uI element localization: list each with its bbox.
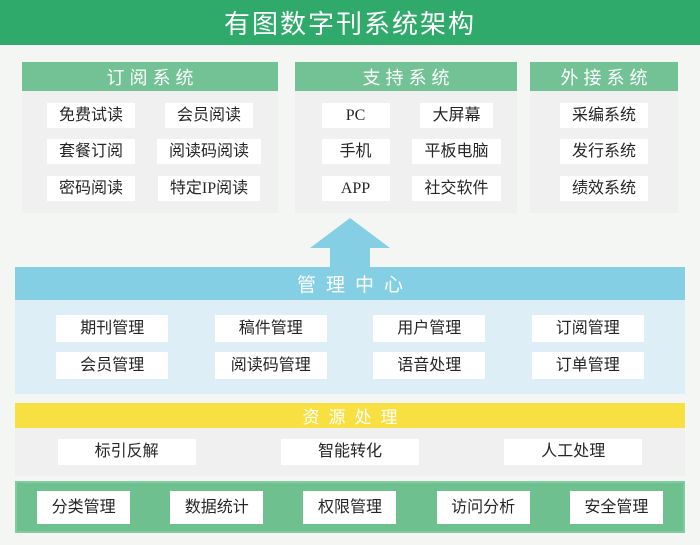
management-item: 订阅管理 [531, 315, 644, 342]
support-item: 社交软件 [412, 176, 501, 202]
support-item: 手机 [321, 139, 390, 165]
bottom-item: 安全管理 [569, 490, 663, 524]
support-item: 平板电脑 [412, 139, 501, 165]
resource-body: 标引反解 智能转化 人工处理 [15, 428, 685, 476]
subscription-item: 阅读码阅读 [156, 139, 261, 165]
section-external: 外接系统 采编系统 发行系统 绩效系统 [530, 62, 678, 213]
bottom-item: 访问分析 [436, 490, 530, 524]
support-header: 支持系统 [295, 62, 517, 91]
subscription-item: 套餐订阅 [46, 139, 135, 165]
subscription-body: 免费试读 会员阅读 套餐订阅 阅读码阅读 密码阅读 特定IP阅读 [22, 91, 278, 213]
external-item: 采编系统 [559, 102, 648, 128]
support-item: PC [321, 102, 390, 128]
external-item: 绩效系统 [559, 176, 648, 202]
external-item: 发行系统 [559, 139, 648, 165]
subscription-item: 免费试读 [46, 102, 135, 128]
management-item: 用户管理 [373, 315, 486, 342]
bottom-item: 分类管理 [37, 490, 131, 524]
section-subscription: 订阅系统 免费试读 会员阅读 套餐订阅 阅读码阅读 密码阅读 特定IP阅读 [22, 62, 278, 213]
bottom-item: 数据统计 [170, 490, 264, 524]
resource-header-bar: 资源处理 [15, 403, 685, 428]
management-body: 期刊管理 稿件管理 用户管理 订阅管理 会员管理 阅读码管理 语音处理 订单管理 [15, 300, 685, 394]
section-support: 支持系统 PC 大屏幕 手机 平板电脑 APP 社交软件 [295, 62, 517, 213]
management-item: 稿件管理 [214, 315, 327, 342]
management-item: 订单管理 [531, 352, 644, 379]
resource-item: 人工处理 [504, 439, 643, 465]
management-item: 语音处理 [373, 352, 486, 379]
page-title: 有图数字刊系统架构 [0, 0, 700, 45]
resource-item: 智能转化 [280, 439, 419, 465]
external-body: 采编系统 发行系统 绩效系统 [530, 91, 678, 213]
bottom-item: 权限管理 [303, 490, 397, 524]
external-header: 外接系统 [530, 62, 678, 91]
management-item: 会员管理 [56, 352, 169, 379]
subscription-header: 订阅系统 [22, 62, 278, 91]
management-item: 期刊管理 [56, 315, 169, 342]
subscription-item: 特定IP阅读 [157, 176, 261, 202]
management-item: 阅读码管理 [214, 352, 327, 379]
subscription-item: 会员阅读 [164, 102, 253, 128]
up-arrow-icon [310, 218, 390, 248]
support-item: 大屏幕 [420, 102, 493, 128]
management-center-bar: 管理中心 [15, 267, 685, 300]
up-arrow-shaft [330, 247, 370, 268]
resource-item: 标引反解 [57, 439, 196, 465]
support-body: PC 大屏幕 手机 平板电脑 APP 社交软件 [295, 91, 517, 213]
bottom-band: 分类管理 数据统计 权限管理 访问分析 安全管理 [15, 481, 685, 533]
subscription-item: 密码阅读 [46, 176, 135, 202]
support-item: APP [321, 176, 390, 202]
